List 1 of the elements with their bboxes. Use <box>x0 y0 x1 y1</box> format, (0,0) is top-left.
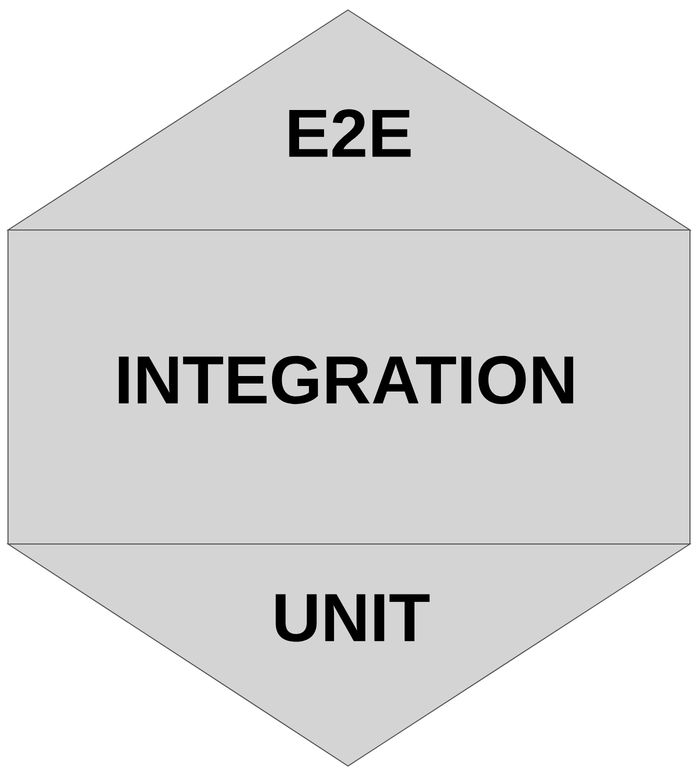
band-section: INTEGRATION <box>8 230 690 544</box>
